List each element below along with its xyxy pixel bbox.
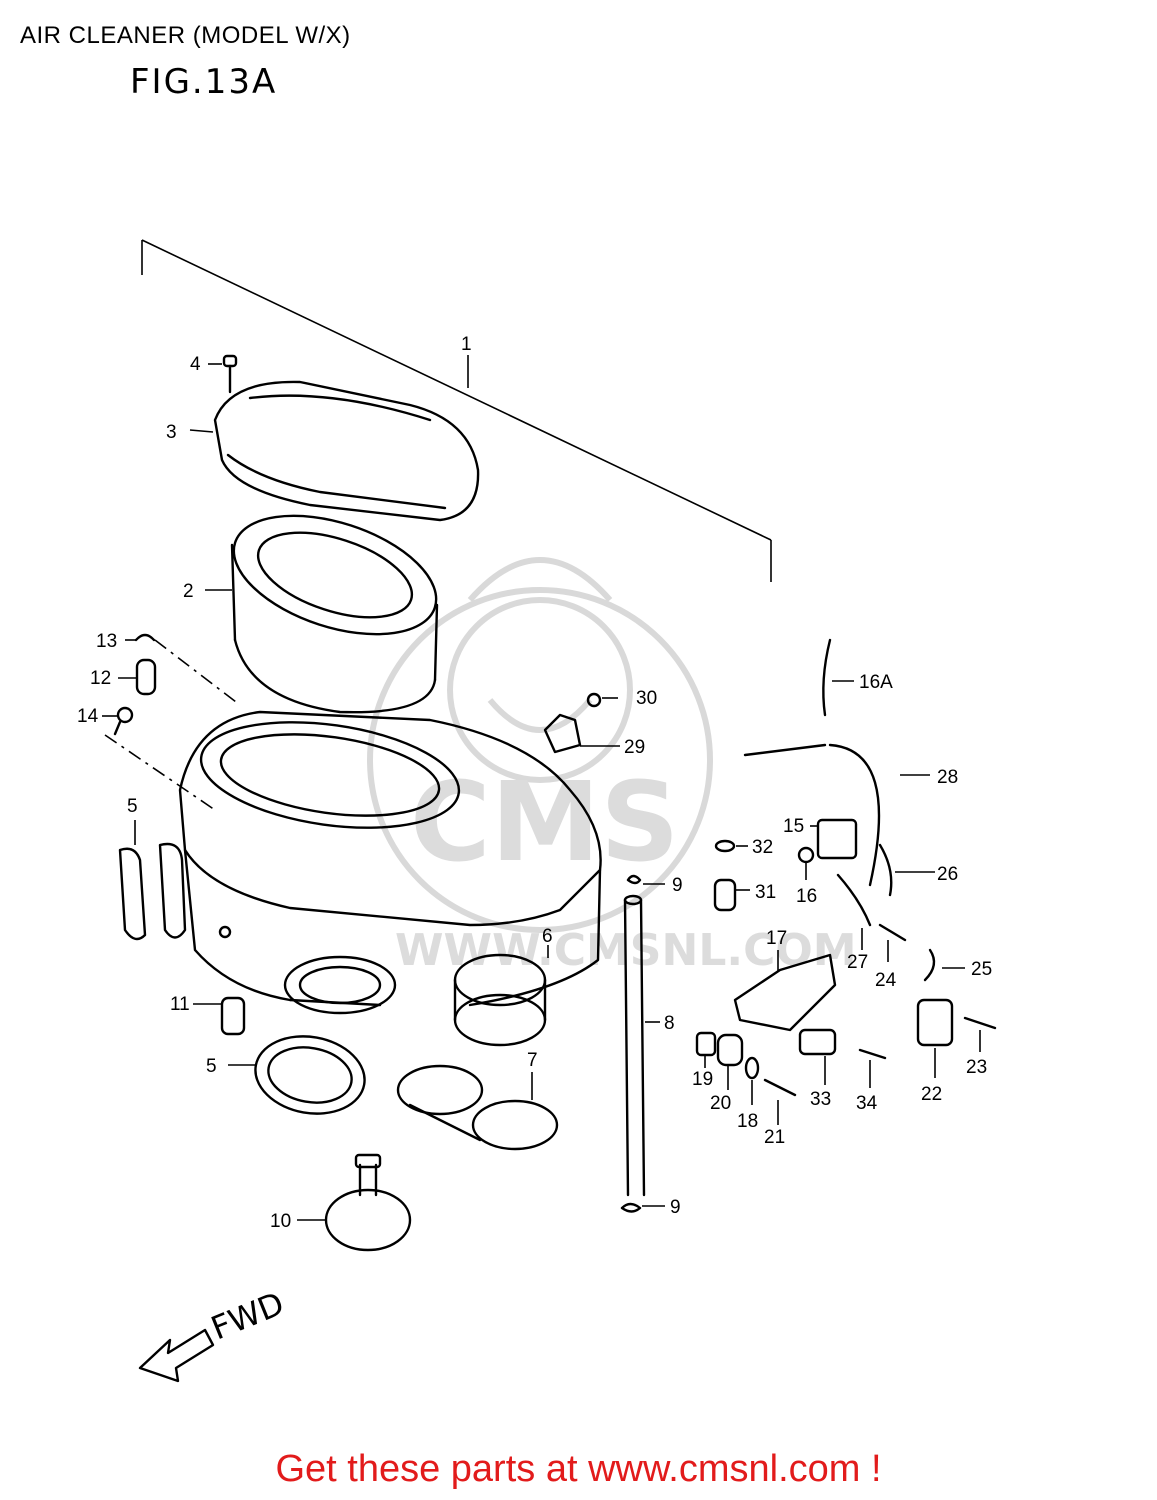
joint-24 bbox=[878, 923, 907, 942]
screw-14 bbox=[113, 706, 134, 736]
callout-18: 18 bbox=[737, 1111, 758, 1132]
plug-11 bbox=[220, 996, 246, 1036]
callout-32: 32 bbox=[752, 837, 773, 858]
connector-16 bbox=[797, 846, 815, 864]
bolt-34 bbox=[858, 1048, 887, 1060]
assembly-bracket bbox=[141, 239, 772, 582]
air-cleaner-case bbox=[178, 710, 602, 1015]
clamp-7 bbox=[396, 1064, 559, 1151]
callout-12: 12 bbox=[90, 668, 111, 689]
callout-30: 30 bbox=[636, 688, 657, 709]
callout-34: 34 bbox=[856, 1093, 878, 1114]
hose-26 bbox=[878, 843, 893, 897]
callout-22: 22 bbox=[921, 1084, 942, 1105]
solenoid-33 bbox=[798, 1028, 837, 1056]
callout-21: 21 bbox=[764, 1127, 785, 1148]
callout-20: 20 bbox=[710, 1093, 731, 1114]
callout-9: 9 bbox=[672, 875, 683, 896]
callout-16: 16 bbox=[796, 886, 817, 907]
clamp-16a bbox=[822, 638, 832, 717]
callout-26: 26 bbox=[937, 864, 958, 885]
bracket-17 bbox=[733, 953, 837, 1032]
callout-11: 11 bbox=[170, 994, 190, 1015]
footer-link[interactable]: Get these parts at www.cmsnl.com ! bbox=[275, 1448, 882, 1490]
filter-element bbox=[230, 514, 439, 714]
alignment-line bbox=[104, 734, 216, 811]
hose-27 bbox=[836, 873, 872, 927]
seal-5-bottom bbox=[254, 1035, 366, 1115]
grommet-20 bbox=[716, 1033, 744, 1067]
drain-tube-8 bbox=[623, 894, 646, 1197]
intake-boot-6 bbox=[453, 953, 547, 1047]
forward-arrow-icon bbox=[138, 1328, 215, 1383]
callout-10: 10 bbox=[270, 1211, 291, 1232]
callout-33: 33 bbox=[810, 1089, 831, 1110]
callout-7: 7 bbox=[527, 1050, 538, 1071]
clip-9-top bbox=[626, 874, 642, 885]
callout-4: 4 bbox=[190, 354, 201, 375]
callout-29: 29 bbox=[624, 737, 645, 758]
grommet-32 bbox=[714, 839, 736, 853]
watermark-logo-text: CMS bbox=[410, 758, 679, 886]
callout-5: 5 bbox=[127, 796, 138, 817]
callout-13: 13 bbox=[96, 631, 117, 652]
callout-3: 3 bbox=[166, 422, 177, 443]
clip-9-bottom bbox=[620, 1202, 642, 1213]
callout-24: 24 bbox=[875, 970, 897, 991]
callout-9: 9 bbox=[670, 1197, 681, 1218]
hose-28 bbox=[743, 743, 881, 887]
callout-2: 2 bbox=[183, 581, 194, 602]
callout-16a: 16A bbox=[859, 672, 893, 693]
alignment-line bbox=[154, 639, 241, 706]
leader-lines bbox=[102, 363, 981, 1221]
washer-18 bbox=[744, 1056, 760, 1080]
page-title: AIR CLEANER (MODEL W/X) bbox=[20, 22, 351, 49]
bracket-29 bbox=[543, 713, 582, 754]
sleeve-12 bbox=[135, 658, 157, 696]
watermark-logo: CMS WWW.CMSNL.COM bbox=[367, 557, 857, 976]
filter-22 bbox=[916, 998, 954, 1047]
screw-30 bbox=[586, 692, 602, 708]
callout-27: 27 bbox=[847, 952, 868, 973]
callout-28: 28 bbox=[937, 767, 958, 788]
valve-15 bbox=[816, 818, 858, 860]
clamp-13 bbox=[134, 633, 156, 642]
direction-label: FWD bbox=[206, 1284, 289, 1347]
callout-19: 19 bbox=[692, 1069, 713, 1090]
callout-14: 14 bbox=[77, 706, 99, 727]
figure-label: FIG.13A bbox=[130, 62, 278, 102]
callout-15: 15 bbox=[783, 816, 804, 837]
damper-10 bbox=[324, 1153, 412, 1252]
callout-1: 1 bbox=[461, 334, 472, 355]
callout-25: 25 bbox=[971, 959, 992, 980]
callout-23: 23 bbox=[966, 1057, 987, 1078]
callout-17: 17 bbox=[766, 928, 787, 949]
bolt-21 bbox=[763, 1078, 797, 1097]
air-cleaner-cover bbox=[213, 380, 480, 522]
cap-31 bbox=[713, 878, 737, 912]
collar-19 bbox=[695, 1031, 717, 1057]
screw-4 bbox=[222, 354, 238, 394]
callout-31: 31 bbox=[755, 882, 776, 903]
bolt-23 bbox=[963, 1016, 997, 1030]
callout-5: 5 bbox=[206, 1056, 217, 1077]
hose-25 bbox=[923, 948, 936, 982]
callout-6: 6 bbox=[542, 926, 553, 947]
callout-8: 8 bbox=[664, 1013, 675, 1034]
seal-5-left bbox=[118, 842, 187, 941]
